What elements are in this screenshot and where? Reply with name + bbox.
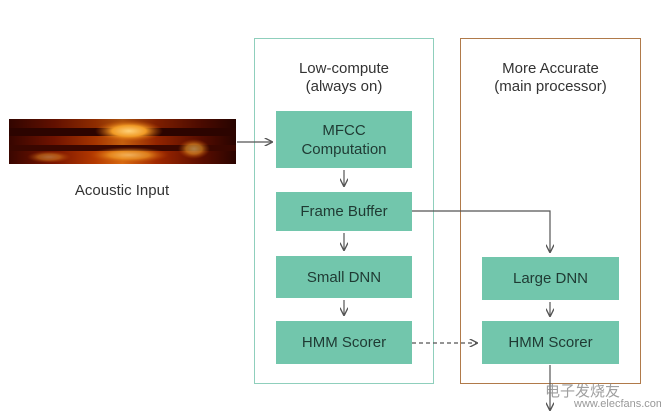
frame-buffer-block: Frame Buffer bbox=[276, 192, 412, 231]
small-dnn-block: Small DNN bbox=[276, 256, 412, 298]
main-processor-title: More Accurate bbox=[502, 60, 599, 77]
acoustic-input-label: Acoustic Input bbox=[74, 182, 170, 199]
frame-buffer-label: Frame Buffer bbox=[300, 203, 388, 220]
hmm-scorer-main-label: HMM Scorer bbox=[508, 334, 593, 351]
watermark-url: www.elecfans.com bbox=[574, 398, 661, 410]
mfcc-computation-block: MFCC Computation bbox=[276, 111, 412, 168]
arrow-frame-buffer-to-large-dnn bbox=[412, 210, 550, 252]
hmm-scorer-low-label: HMM Scorer bbox=[301, 334, 387, 351]
large-dnn-block: Large DNN bbox=[482, 257, 619, 300]
hmm-scorer-low-block: HMM Scorer bbox=[276, 321, 412, 364]
low-compute-subtitle: (always on) bbox=[305, 78, 383, 95]
hmm-scorer-main-block: HMM Scorer bbox=[482, 321, 619, 364]
mfcc-line1: MFCC bbox=[322, 121, 366, 139]
spectrogram-image bbox=[9, 119, 236, 164]
mfcc-line2: Computation bbox=[301, 140, 387, 158]
low-compute-title: Low-compute bbox=[298, 60, 390, 77]
main-processor-subtitle: (main processor) bbox=[494, 78, 607, 95]
watermark-logo: 电子发烧友 bbox=[545, 383, 621, 400]
small-dnn-label: Small DNN bbox=[306, 268, 382, 286]
large-dnn-label: Large DNN bbox=[512, 270, 589, 287]
